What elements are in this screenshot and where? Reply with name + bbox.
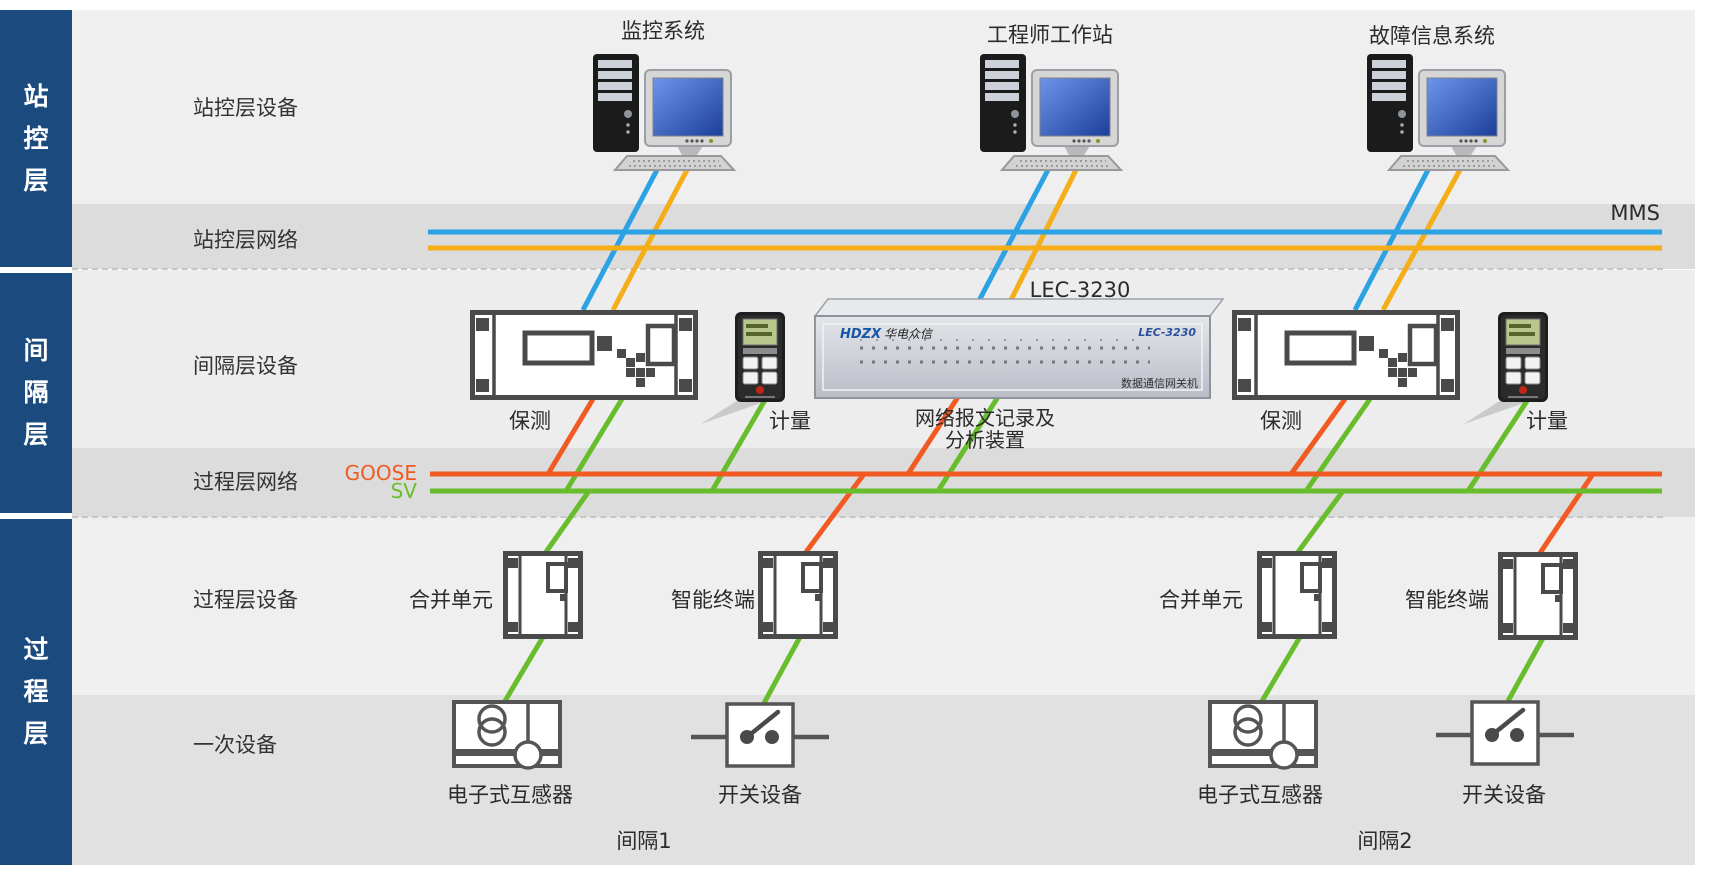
- row-label-bay-devices: 间隔层设备: [193, 354, 298, 378]
- row-label-station-network: 站控层网络: [193, 228, 298, 252]
- sidebar-layer-station-label: 站控层: [23, 81, 49, 195]
- computer-engineer-workstation: [979, 53, 1122, 171]
- label-smart-terminal-2: 智能终端: [1405, 588, 1489, 612]
- row-label-process-network: 过程层网络: [193, 470, 298, 494]
- computer-fault-info-system: [1366, 53, 1509, 171]
- label-lec-title: LEC-3230: [1029, 278, 1131, 302]
- label-sv: SV: [390, 479, 417, 503]
- label-bay-2: 间隔2: [1357, 829, 1413, 853]
- smart-terminal-2: [1501, 555, 1576, 638]
- sidebar-layer-station: 站控层: [0, 10, 72, 267]
- switchgear-1: [691, 704, 829, 766]
- lec-panel-text: 数据通信网关机: [1121, 376, 1198, 390]
- electronic-transformer-2: [1208, 700, 1318, 770]
- process-links: [502, 395, 1596, 705]
- merging-unit-1: [506, 554, 581, 637]
- protection-device-2: [1235, 313, 1458, 398]
- divider-bay-process: [72, 516, 1663, 518]
- label-switchgear-2: 开关设备: [1462, 783, 1546, 807]
- lec-model-text: LEC-3230: [1138, 326, 1196, 339]
- metering-device-1: [700, 311, 786, 425]
- label-engineer-workstation: 工程师工作站: [987, 23, 1113, 47]
- label-smart-terminal-1: 智能终端: [671, 588, 755, 612]
- label-bay-1: 间隔1: [616, 829, 672, 853]
- row-bg-process-network: [72, 448, 1695, 517]
- row-label-process-devices: 过程层设备: [193, 588, 298, 612]
- label-metering-1: 计量: [769, 409, 811, 433]
- row-label-primary-devices: 一次设备: [193, 733, 277, 757]
- sidebar-layer-process: 过程层: [0, 519, 72, 865]
- label-monitoring-system: 监控系统: [621, 19, 705, 43]
- row-label-station-devices: 站控层设备: [193, 96, 298, 120]
- sidebar-layer-bay: 间隔层: [0, 273, 72, 513]
- label-protection-1: 保测: [509, 409, 551, 433]
- label-fault-info-system: 故障信息系统: [1369, 24, 1495, 48]
- label-mms: MMS: [1610, 201, 1660, 225]
- label-transformer-2: 电子式互感器: [1197, 783, 1323, 807]
- label-merging-unit-2: 合并单元: [1159, 588, 1243, 612]
- electronic-transformer-1: [452, 700, 562, 770]
- row-bg-process-devices: [72, 517, 1695, 695]
- row-bg-primary-devices: [72, 695, 1695, 865]
- computer-monitoring-system: [592, 53, 735, 171]
- label-goose: GOOSE: [344, 461, 417, 485]
- smart-terminal-1: [761, 554, 836, 637]
- merging-unit-2: [1260, 554, 1335, 637]
- station-bus: [428, 229, 1662, 251]
- divider-station-bay: [72, 268, 1663, 270]
- protection-device-1: [473, 313, 696, 398]
- label-switchgear-1: 开关设备: [718, 783, 802, 807]
- process-bus: [430, 471, 1662, 494]
- label-lec-caption-1: 网络报文记录及: [915, 406, 1055, 430]
- lec-3230-device: HDZX 华电众信 LEC-3230 数据通信网关机: [813, 298, 1225, 399]
- metering-device-2: [1463, 311, 1549, 425]
- switchgear-2: [1436, 702, 1574, 764]
- label-protection-2: 保测: [1260, 409, 1302, 433]
- station-links: [580, 166, 1464, 314]
- label-transformer-1: 电子式互感器: [447, 783, 573, 807]
- label-lec-caption-2: 分析装置: [945, 428, 1025, 452]
- sidebar-layer-bay-label: 间隔层: [23, 336, 49, 449]
- lec-brand-text: 华电众信: [884, 327, 934, 341]
- label-merging-unit-1: 合并单元: [409, 588, 493, 612]
- label-metering-2: 计量: [1526, 409, 1568, 433]
- sidebar-layer-process-label: 过程层: [23, 635, 49, 748]
- lec-logo-text: HDZX: [840, 327, 882, 342]
